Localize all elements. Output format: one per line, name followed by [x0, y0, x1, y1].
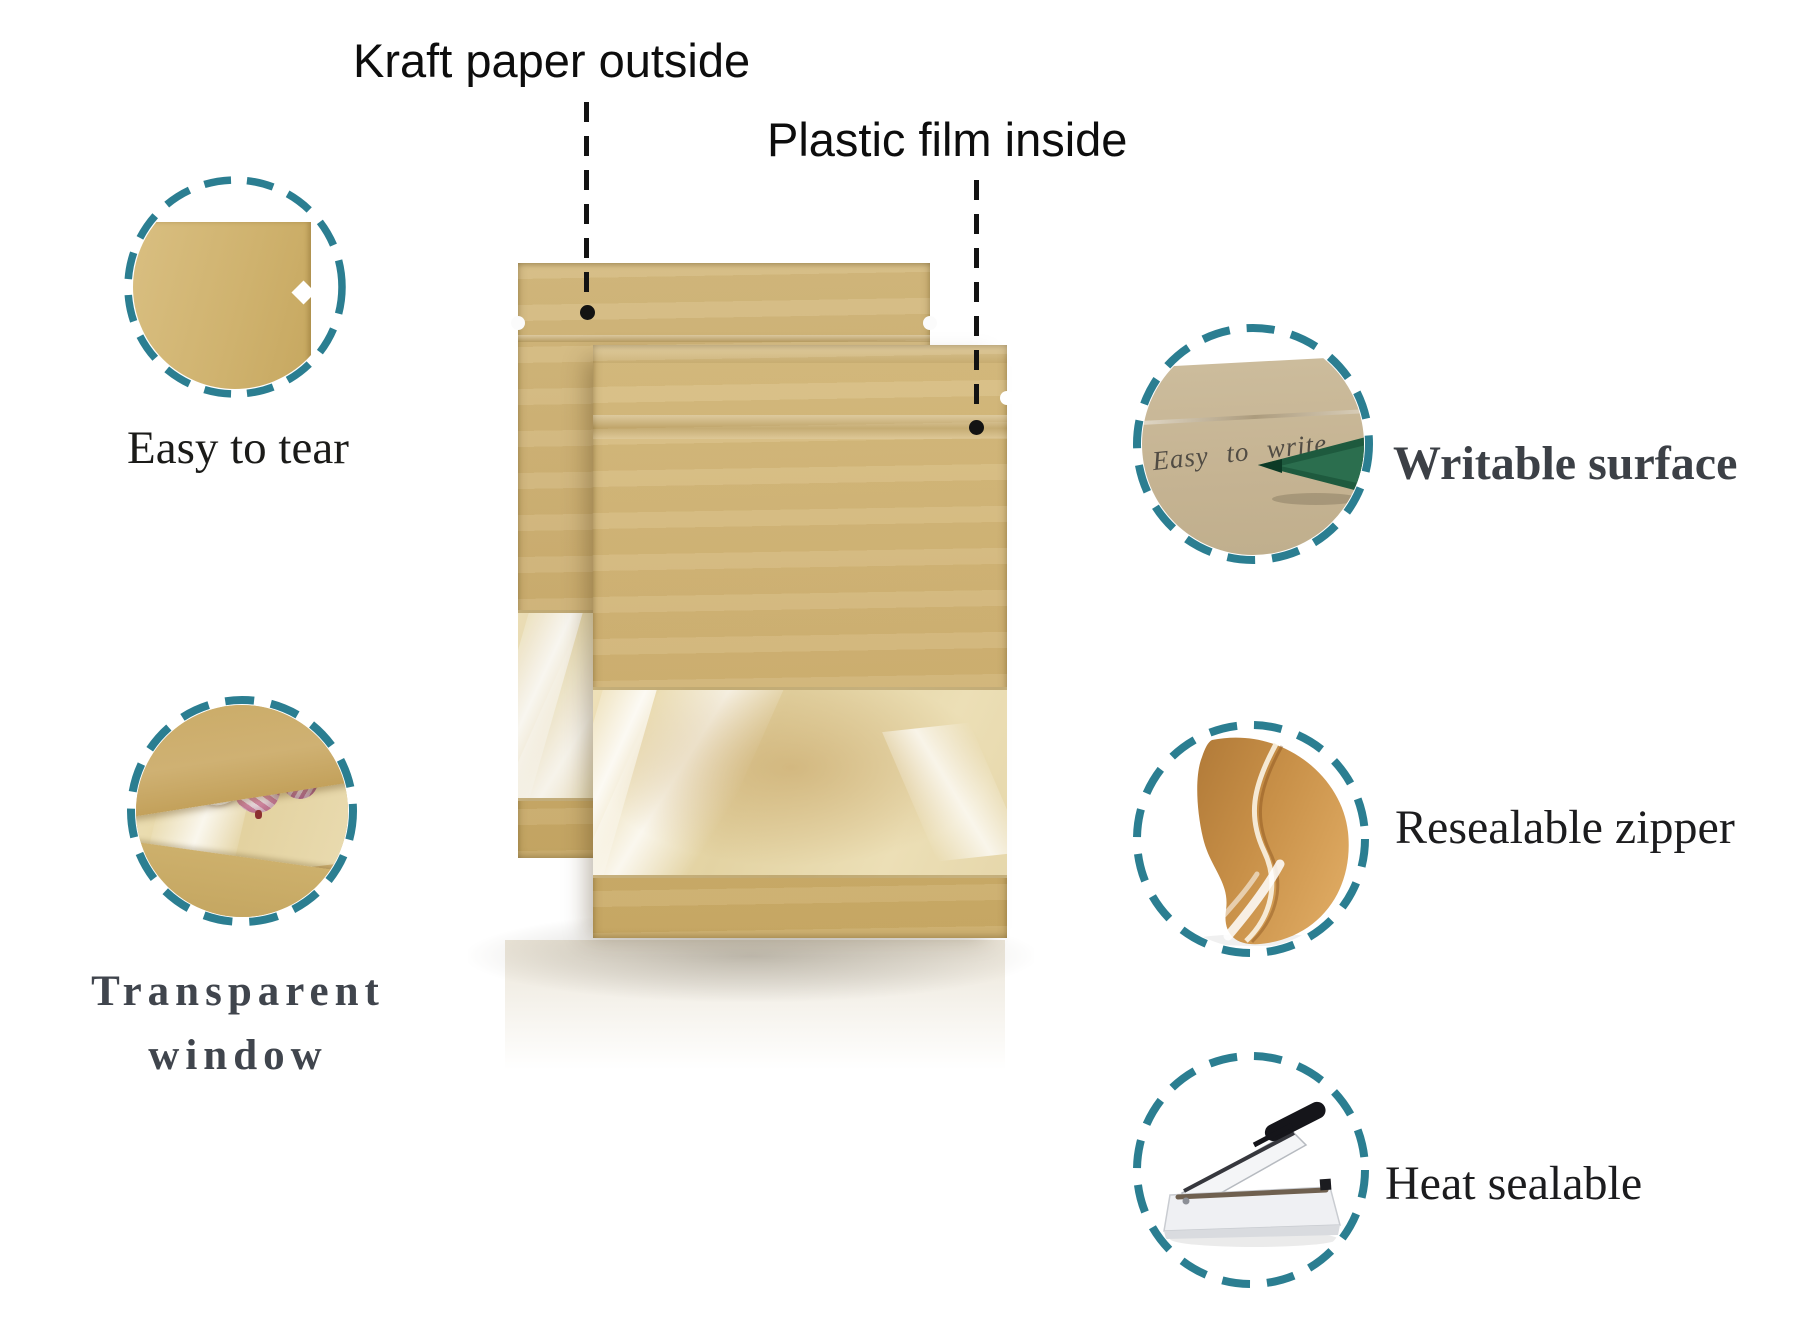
transparent-window-label: Transparent window [48, 960, 428, 1088]
kraft-paper-callout-label: Kraft paper outside [353, 34, 751, 87]
tear-notch-icon [511, 316, 525, 330]
plastic-film-callout-label: Plastic film inside [767, 113, 1128, 166]
dashed-ring-icon [1133, 324, 1373, 564]
transparent-window-detail-circle [126, 695, 358, 927]
pouch-top-fold [593, 345, 1007, 363]
tear-notch-icon [923, 316, 937, 330]
window-photo [136, 705, 348, 917]
kraft-pouch-front [593, 345, 1014, 938]
heat-sealable-detail-circle [1132, 1051, 1370, 1289]
zipper-photo [1142, 730, 1360, 948]
transparent-window-strip [593, 687, 1007, 878]
transparent-window-label-line1: Transparent [91, 968, 385, 1015]
dashed-ring-icon [124, 176, 346, 398]
zipper-fold-illustration [1194, 737, 1349, 946]
kraft-callout-dashed-line [584, 102, 589, 302]
easy-tear-detail-circle [123, 175, 347, 399]
kraft-callout-endpoint-dot [580, 305, 595, 320]
easy-tear-label: Easy to tear [127, 422, 349, 474]
zipper-seam [593, 415, 1007, 439]
easy-tear-photo [133, 185, 337, 389]
resealable-zipper-label: Resealable zipper [1395, 801, 1735, 854]
pen-icon [1258, 437, 1364, 505]
dashed-ring-icon [127, 696, 357, 926]
dashed-ring-icon [1133, 721, 1369, 957]
plastic-film-callout-dashed-line [974, 180, 979, 416]
writable-photo: Easy to write [1142, 333, 1364, 555]
writable-surface-label: Writable surface [1393, 437, 1738, 490]
transparent-window-label-line2: window [148, 1032, 328, 1079]
zipper-seam [518, 335, 930, 342]
writable-surface-detail-circle: Easy to write [1132, 323, 1374, 565]
bag-reflection [505, 940, 1005, 1070]
dashed-ring-icon [1133, 1052, 1369, 1288]
resealable-zipper-detail-circle [1132, 720, 1370, 958]
heat-sealable-label: Heat sealable [1385, 1157, 1643, 1210]
heat-sealer-photo [1142, 1061, 1360, 1279]
plastic-film-callout-endpoint-dot [969, 420, 984, 435]
heat-sealer-icon [1163, 1101, 1341, 1247]
tear-notch-icon [1000, 391, 1014, 405]
kraft-edge-illustration [133, 222, 311, 389]
